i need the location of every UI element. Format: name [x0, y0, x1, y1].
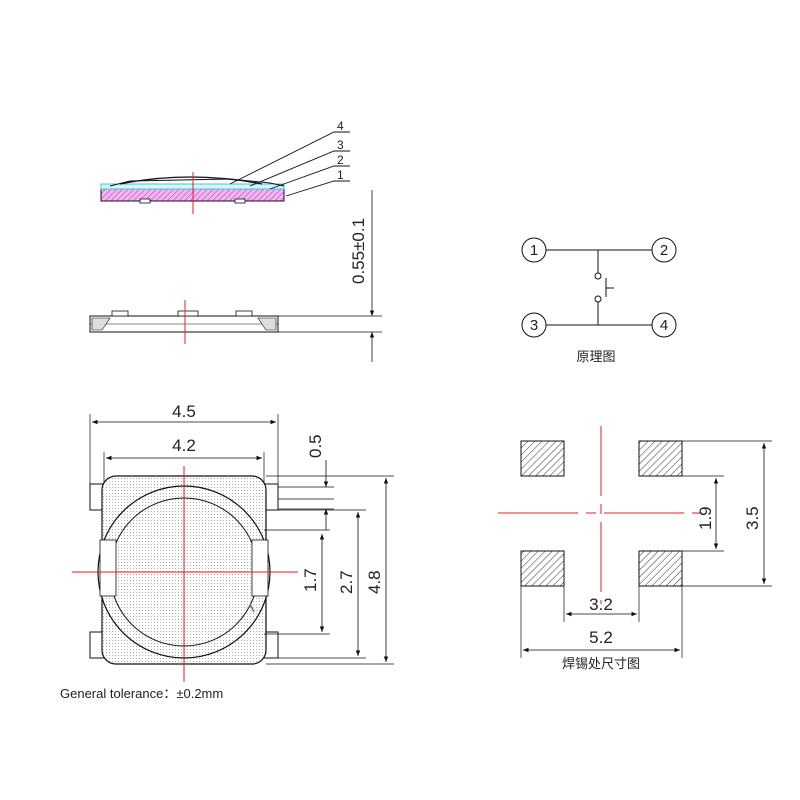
general-tolerance-note: General tolerance：±0.2mm: [60, 683, 223, 702]
cover-layer: [109, 178, 285, 187]
leader-line-4: [229, 131, 350, 185]
tolerance-value: ±0.2mm: [176, 686, 224, 701]
pin-2-label: 2: [660, 242, 668, 259]
pad-top-left: [520, 440, 565, 477]
leader-line-3: [249, 150, 350, 187]
leader-line-2: [269, 165, 350, 190]
height-outer-label: 4.8: [365, 570, 384, 594]
dim-1-7-label: 1.7: [301, 568, 320, 592]
width-outer-label: 4.5: [172, 402, 196, 421]
tolerance-label: General tolerance：: [60, 686, 177, 701]
top-view: 4.5 4.2 0.5 1.7 2.7 4.8: [72, 402, 394, 682]
pin-1-label: 1: [530, 242, 538, 259]
pad-spacing-x-label: 3.2: [589, 595, 613, 614]
height-dim-label: 0.55±0.1: [349, 218, 368, 284]
terminal-width-label: 0.5: [306, 434, 325, 458]
pin-4-label: 4: [660, 317, 668, 334]
pad-span-y-label: 3.5: [743, 506, 762, 530]
pad-top-right: [638, 440, 683, 477]
schematic-caption: 原理图: [576, 350, 615, 365]
side-profile-view: 0.55±0.1: [89, 190, 382, 362]
pad-span-x-label: 5.2: [589, 628, 613, 647]
pin-4-marker: 4: [651, 312, 677, 338]
pin-3-label: 3: [530, 317, 538, 334]
pad-layout: 1.9 3.5 3.2 5.2 焊锡处尺寸图: [498, 426, 772, 672]
pad-bottom-left: [520, 550, 565, 587]
layer-label-4: 4: [337, 119, 344, 133]
pad-spacing-y-label: 1.9: [696, 506, 715, 530]
layer-label-3: 3: [337, 138, 344, 152]
schematic: 1 2 3 4 原理图: [521, 237, 677, 365]
dim-2-7-label: 2.7: [337, 570, 356, 594]
pin-2-marker: 2: [651, 237, 677, 263]
layer-label-1: 1: [337, 168, 344, 182]
pad-layout-caption: 焊锡处尺寸图: [562, 656, 640, 672]
layer-label-2: 2: [337, 153, 344, 167]
pin-1-marker: 1: [521, 237, 547, 263]
pin-3-marker: 3: [521, 312, 547, 338]
pad-bottom-right: [638, 550, 683, 587]
terminal-bottom: [234, 198, 246, 204]
profile-knob: [177, 310, 199, 317]
leader-line-1: [285, 180, 350, 197]
width-inner-label: 4.2: [172, 436, 196, 455]
side-section-view: 4 3 2 1: [100, 119, 350, 214]
terminal-bottom: [139, 198, 151, 204]
